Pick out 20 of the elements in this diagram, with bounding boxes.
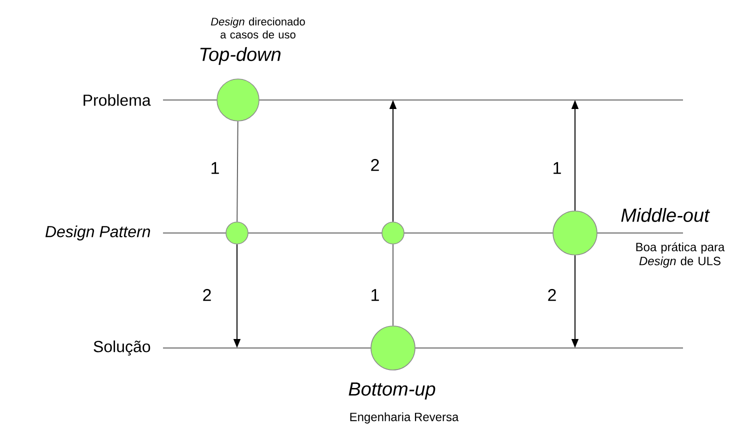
circle-marker: [216, 78, 260, 122]
circle-marker: [382, 222, 404, 244]
row-label: Design Pattern: [45, 226, 150, 240]
circle-marker: [370, 326, 416, 370]
node-caption: Engenharia Reversa: [350, 412, 459, 424]
node-caption: Top-down: [200, 47, 281, 65]
row-label: Problema: [84, 94, 151, 106]
edge-label: 1: [372, 289, 379, 301]
edge-label: 1: [554, 162, 561, 174]
circle-marker: [226, 222, 248, 244]
row-label: Solução: [94, 340, 150, 356]
circle-marker: [552, 210, 598, 256]
node-caption: Design direcionado a casos de uso: [210, 17, 305, 39]
edge-label: 2: [371, 159, 379, 171]
edge-label: 1: [212, 162, 219, 174]
edge-label: 2: [203, 289, 211, 301]
node-caption: Boa prática para Design de ULS: [636, 242, 725, 268]
edge-label: 2: [548, 289, 556, 301]
node-caption: Bottom-up: [348, 382, 436, 400]
node-caption: Middle-out: [621, 208, 710, 222]
